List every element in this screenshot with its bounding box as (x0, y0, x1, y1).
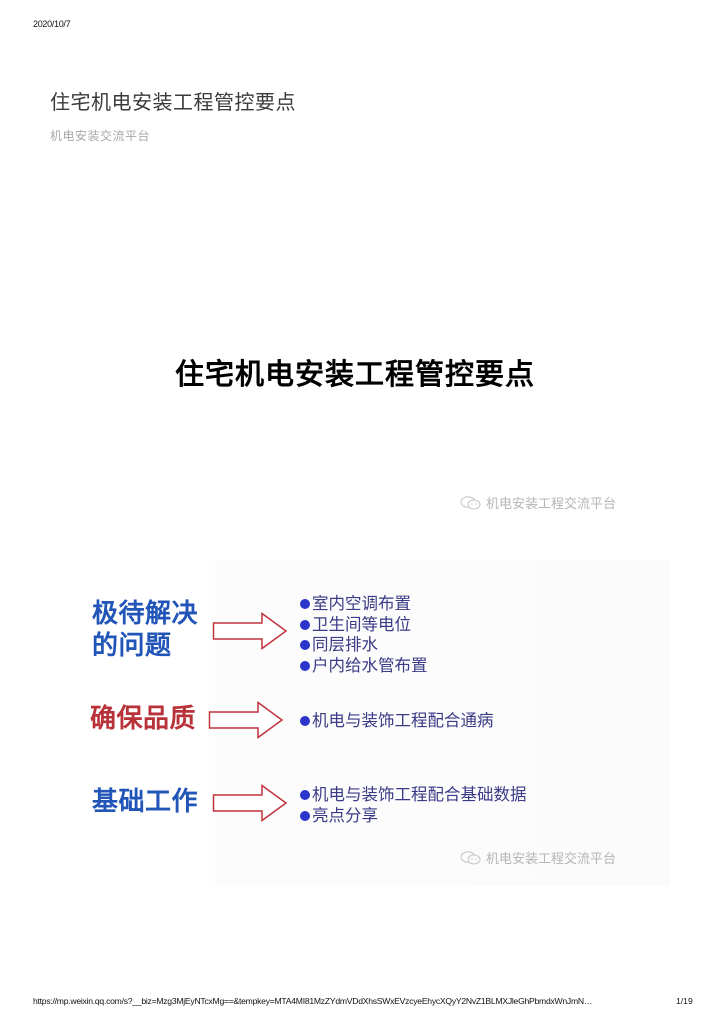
footer-url: https://mp.weixin.qq.com/s?__biz=Mzg3MjE… (33, 996, 593, 1006)
right-arrow-icon (208, 701, 284, 739)
bullet-dot-icon (300, 619, 310, 630)
bullet-item: 户内给水管布置 (300, 656, 428, 677)
group-label-line: 的问题 (92, 631, 172, 661)
bullet-item: 亮点分享 (300, 806, 527, 827)
wechat-icon (460, 850, 481, 864)
bullet-dot-icon (300, 716, 310, 727)
bullet-item: 同层排水 (300, 635, 428, 656)
bullet-list: 机电与装饰工程配合基础数据 亮点分享 (300, 785, 527, 826)
bullet-list: 室内空调布置 卫生间等电位 同层排水 户内给水管布置 (300, 594, 428, 676)
slide-watermark: 机电安装工程交流平台 (460, 493, 616, 512)
bullet-item: 机电与装饰工程配合基础数据 (300, 785, 527, 806)
group-label: 确保品质 (90, 703, 196, 735)
footer-page-number: 1/19 (676, 996, 693, 1006)
article-title: 住宅机电安装工程管控要点 (50, 90, 296, 114)
group-label-line: 基础工作 (92, 787, 199, 817)
cover-slide-image: 住宅机电安装工程管控要点 机电安装工程交流平台 (50, 300, 670, 530)
overview-slide-image: 极待解决 的问题 室内空调布置 卫生间等电位 同层排水 户内给水管布置 确保品质… (60, 560, 670, 886)
article-author: 机电安装交流平台 (50, 129, 151, 143)
bullet-item: 室内空调布置 (300, 594, 428, 615)
bullet-dot-icon (300, 640, 310, 651)
right-arrow-icon (212, 612, 288, 650)
bullet-dot-icon (300, 790, 310, 801)
bullet-dot-icon (300, 810, 310, 821)
cover-slide-title: 住宅机电安装工程管控要点 (175, 357, 536, 391)
bullet-dot-icon (300, 599, 310, 610)
bullet-item: 卫生间等电位 (300, 615, 428, 636)
group-label: 基础工作 (92, 786, 198, 818)
print-date: 2020/10/7 (33, 19, 71, 29)
bullet-item: 机电与装饰工程配合通病 (300, 711, 494, 732)
watermark-text: 机电安装工程交流平台 (486, 852, 617, 867)
bullet-dot-icon (300, 660, 310, 671)
group-label: 极待解决 的问题 (92, 598, 198, 662)
group-label-line: 确保品质 (90, 704, 197, 734)
bullet-list: 机电与装饰工程配合通病 (300, 711, 494, 732)
right-arrow-icon (212, 784, 288, 822)
slide-watermark: 机电安装工程交流平台 (460, 848, 616, 867)
watermark-text: 机电安装工程交流平台 (486, 497, 617, 512)
wechat-icon (460, 495, 481, 509)
group-label-line: 极待解决 (92, 599, 199, 629)
